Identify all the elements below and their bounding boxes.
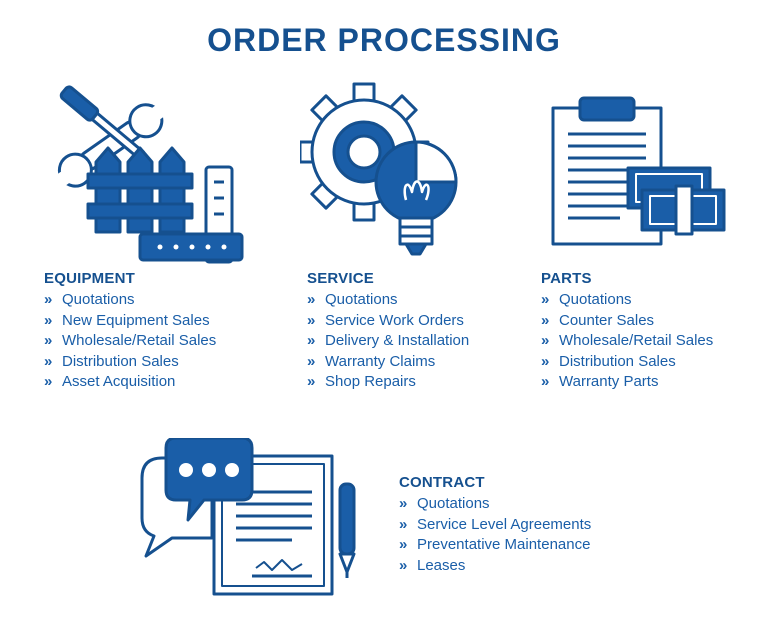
bullet-glyph: » xyxy=(307,332,316,349)
service-heading: SERVICE xyxy=(307,270,374,287)
contract-heading: CONTRACT xyxy=(399,474,485,491)
wrench-and-fence-icon xyxy=(54,85,244,264)
bullet-glyph: » xyxy=(307,311,316,329)
list-item: »Wholesale/Retail Sales xyxy=(44,331,216,352)
list-item: »Service Level Agreements xyxy=(399,515,591,536)
clipboard-and-cash-icon xyxy=(551,96,726,246)
gear-and-lightbulb-icon xyxy=(300,82,458,256)
page-title: ORDER PROCESSING xyxy=(207,22,561,58)
bullet-glyph: » xyxy=(541,352,550,370)
list-item: »Warranty Claims xyxy=(307,352,469,373)
list-item: »Leases xyxy=(399,556,591,577)
bullet-glyph: » xyxy=(307,352,316,370)
bullet-glyph: » xyxy=(541,291,550,308)
parts-list: »Quotations »Counter Sales »Wholesale/Re… xyxy=(541,290,713,393)
list-item: »Quotations xyxy=(44,290,216,311)
bullet-glyph: » xyxy=(399,495,408,512)
list-item: »Distribution Sales xyxy=(541,352,713,373)
parts-heading: PARTS xyxy=(541,270,592,287)
list-item: »Asset Acquisition xyxy=(44,372,216,393)
equipment-list: »Quotations »New Equipment Sales »Wholes… xyxy=(44,290,216,393)
bullet-glyph: » xyxy=(44,373,53,390)
bullet-glyph: » xyxy=(541,373,550,390)
bullet-glyph: » xyxy=(44,352,53,370)
list-item: »Warranty Parts xyxy=(541,372,713,393)
bullet-glyph: » xyxy=(44,311,53,329)
list-item: »Quotations xyxy=(307,290,469,311)
bullet-glyph: » xyxy=(399,515,408,533)
service-section: SERVICE »Quotations »Service Work Orders… xyxy=(307,270,469,393)
bullet-glyph: » xyxy=(44,291,53,308)
list-item: »Wholesale/Retail Sales xyxy=(541,331,713,352)
bullet-glyph: » xyxy=(307,291,316,308)
contract-list: »Quotations »Service Level Agreements »P… xyxy=(399,494,591,576)
list-item: »Distribution Sales xyxy=(44,352,216,373)
parts-section: PARTS »Quotations »Counter Sales »Wholes… xyxy=(541,270,713,393)
service-list: »Quotations »Service Work Orders »Delive… xyxy=(307,290,469,393)
list-item: »Preventative Maintenance xyxy=(399,535,591,556)
contract-section: CONTRACT »Quotations »Service Level Agre… xyxy=(399,474,591,576)
list-item: »Quotations xyxy=(541,290,713,311)
bullet-glyph: » xyxy=(399,536,408,553)
equipment-heading: EQUIPMENT xyxy=(44,270,135,287)
equipment-section: EQUIPMENT »Quotations »New Equipment Sal… xyxy=(44,270,216,393)
chat-document-pen-icon xyxy=(140,438,356,596)
bullet-glyph: » xyxy=(541,311,550,329)
list-item: »Shop Repairs xyxy=(307,372,469,393)
bullet-glyph: » xyxy=(541,332,550,349)
list-item: »Service Work Orders xyxy=(307,311,469,332)
bullet-glyph: » xyxy=(307,373,316,390)
list-item: »New Equipment Sales xyxy=(44,311,216,332)
list-item: »Delivery & Installation xyxy=(307,331,469,352)
list-item: »Quotations xyxy=(399,494,591,515)
list-item: »Counter Sales xyxy=(541,311,713,332)
bullet-glyph: » xyxy=(399,556,408,574)
bullet-glyph: » xyxy=(44,332,53,349)
